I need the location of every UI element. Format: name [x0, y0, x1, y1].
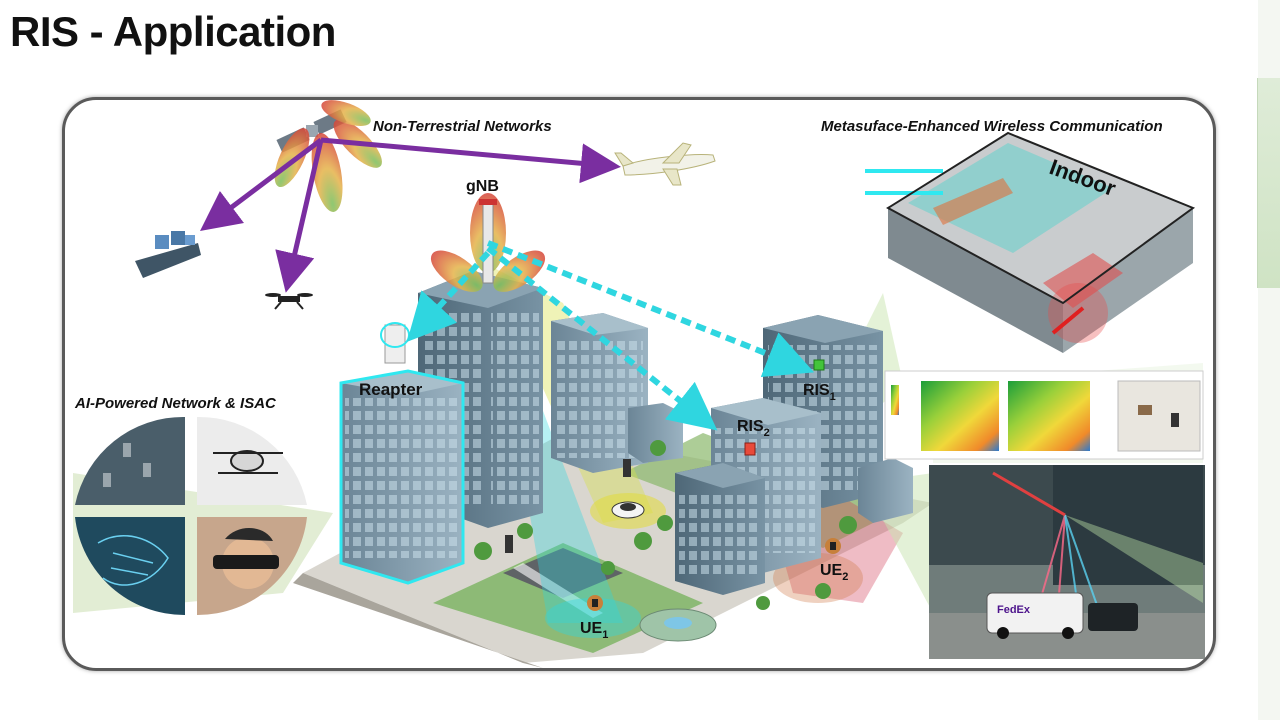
traffic-camera-scene: [103, 443, 151, 487]
heatmap-without-ris: [921, 381, 999, 451]
traffic-light-icons: [505, 459, 631, 553]
ntn-arrows: [200, 137, 621, 293]
repeater-label: Reapter: [359, 380, 423, 399]
vr-headset-person: [213, 527, 279, 589]
building-front: [675, 463, 765, 595]
ue1-icon: [587, 595, 603, 611]
building-repeater: [339, 369, 465, 585]
air-taxi-drone: [213, 450, 283, 474]
ai-section-label: AI-Powered Network & ISAC: [74, 395, 277, 412]
ai-brain-circuit: [97, 535, 169, 586]
street-photo: FedEx: [929, 465, 1205, 659]
room-photo: [1117, 380, 1201, 452]
gnb-links: [406, 240, 815, 431]
ris1-panel: [813, 359, 825, 371]
drone-icon: [265, 293, 313, 310]
van-brand-label: FedEx: [997, 604, 1031, 616]
ris2-label: RIS2: [737, 418, 770, 439]
ntn-section-label: Non-Terrestrial Networks: [373, 118, 552, 135]
coverage-heatmaps: [884, 370, 1204, 460]
ris2-panel: [744, 442, 756, 456]
slide-title: RIS - Application: [10, 8, 336, 55]
car-icon: [611, 501, 645, 519]
metasurface-section-label: Metasuface-Enhanced Wireless Communicati…: [821, 118, 1163, 135]
diagram-frame: gNB Reapter RIS1 RIS2 UE1 UE2 Non-Terres…: [62, 97, 1216, 671]
building-mid: [551, 313, 683, 473]
ai-isac-panels: [75, 416, 307, 616]
repeater-antenna-icon: [380, 322, 410, 364]
delivery-van: [986, 592, 1084, 634]
ris-application-diagram: gNB Reapter RIS1 RIS2 UE1 UE2 Non-Terres…: [73, 100, 1205, 668]
airplane-icon: [614, 142, 716, 186]
ue2-icon: [825, 538, 841, 554]
heatmap-legend: [891, 385, 899, 415]
ship-icon: [135, 231, 201, 278]
ris1-label: RIS1: [803, 382, 836, 403]
trees: [474, 440, 857, 610]
ue1-label: UE1: [580, 620, 608, 641]
heatmap-with-ris: [1008, 381, 1090, 451]
indoor-floorplan: [865, 131, 1196, 353]
ue2-label: UE2: [820, 562, 848, 583]
slide-side-accent: [1257, 78, 1280, 288]
gnb-label: gNB: [466, 178, 499, 195]
